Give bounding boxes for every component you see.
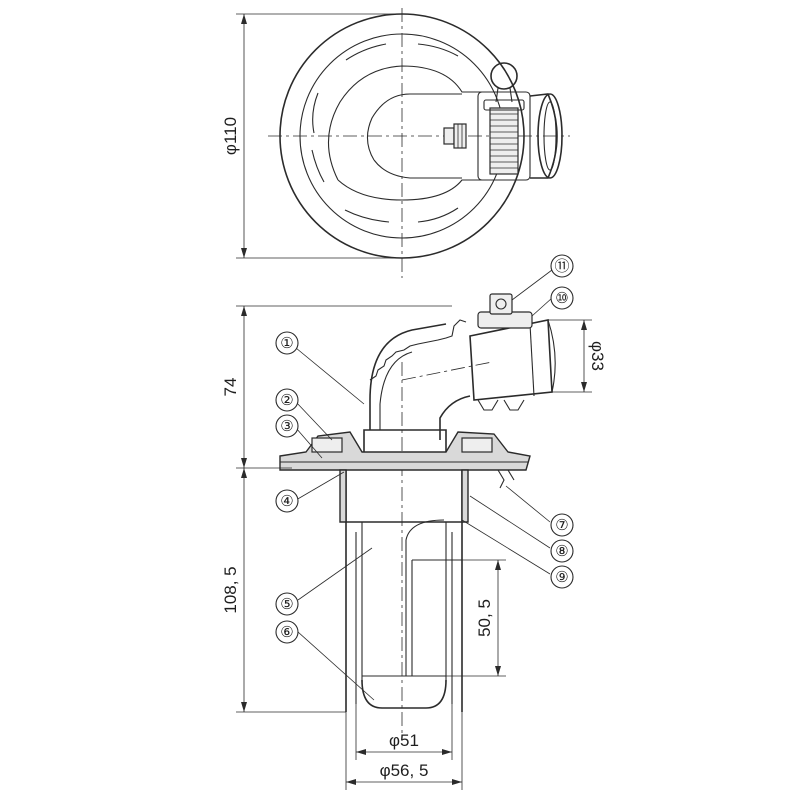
dip-tube (405, 540, 413, 676)
callout-leaders (295, 269, 553, 701)
elbow-centerline (401, 361, 493, 381)
arrow-down-icon (241, 702, 247, 712)
callout-1: ① (275, 331, 299, 355)
callout-4: ④ (275, 489, 299, 513)
dim-outer-diameter: φ56, 5 (380, 761, 429, 780)
elbow-outline-lower (337, 179, 500, 201)
trap-collar-wall-left (339, 469, 347, 523)
callout-label: ③ (280, 418, 293, 435)
elbow-ribs (369, 319, 467, 381)
callout-5: ⑤ (275, 592, 299, 616)
arrow-down-icon (241, 248, 247, 258)
elbow-outer-left (369, 323, 447, 430)
callout-label: ① (280, 335, 293, 352)
callout-label: ⑨ (555, 569, 568, 586)
callout-label: ⑤ (280, 596, 293, 613)
arrow-down-icon (241, 458, 247, 468)
hose-clamp-top (477, 62, 531, 181)
arrow-right-icon (452, 779, 462, 785)
outlet-pipe-top (529, 93, 563, 179)
dim-inner-diameter: φ51 (389, 731, 419, 750)
callout-label: ④ (280, 493, 293, 510)
inner-bore-lower (373, 159, 462, 179)
elbow-outline-upper (327, 65, 500, 181)
callout-6: ⑥ (275, 620, 299, 644)
dim-height-lower: 108, 5 (221, 566, 240, 613)
packing-left (311, 437, 343, 453)
callout-label: ② (280, 392, 293, 409)
trap-outer-walls (345, 522, 463, 712)
top-view: φ110 (221, 8, 570, 278)
callout-7: ⑦ (550, 513, 574, 537)
arrow-up-icon (241, 468, 247, 478)
arrow-down-icon (581, 382, 587, 392)
packing-right (461, 437, 493, 453)
dim-height-upper: 74 (221, 378, 240, 397)
callout-label: ⑪ (554, 258, 569, 275)
callout-2: ② (275, 388, 299, 412)
callout-label: ⑥ (280, 624, 293, 641)
arrow-left-icon (356, 749, 366, 755)
hose-clamp-side (477, 293, 533, 411)
arrow-right-icon (442, 749, 452, 755)
trap-collar-wall-right (461, 469, 469, 523)
inner-bore-upper (366, 93, 462, 161)
arrow-up-icon (581, 320, 587, 330)
elbow-outer-right (439, 395, 471, 440)
arrow-down-icon (495, 666, 501, 676)
dim-trap-depth: 50, 5 (475, 599, 494, 637)
arrow-up-icon (241, 14, 247, 24)
arrow-up-icon (241, 306, 247, 316)
anchor-claws (497, 469, 515, 489)
screw-icon (443, 123, 467, 149)
dim-outlet-diameter: φ33 (588, 341, 607, 371)
callout-3: ③ (275, 414, 299, 438)
arrow-left-icon (346, 779, 356, 785)
callout-label: ⑩ (555, 290, 568, 307)
dip-tube-top (405, 519, 445, 541)
callout-label: ⑧ (555, 543, 568, 560)
trap-collar (345, 470, 463, 523)
elbow-inner (379, 351, 413, 430)
callout-11: ⑪ (550, 254, 574, 278)
outlet-pipe-side (469, 319, 556, 401)
dim-top-diameter: φ110 (221, 117, 240, 155)
arrow-up-icon (495, 560, 501, 570)
trap-cup-bottom (361, 679, 447, 709)
callout-8: ⑧ (550, 539, 574, 563)
callout-9: ⑨ (550, 565, 574, 589)
callout-10: ⑩ (550, 286, 574, 310)
callout-label: ⑦ (555, 517, 568, 534)
trap-inner-walls (355, 532, 453, 704)
flange-slots (311, 43, 459, 223)
elbow-base (363, 429, 447, 452)
side-view: 74 108, 5 50, 5 φ33 φ51 φ56, 5 (221, 254, 607, 790)
